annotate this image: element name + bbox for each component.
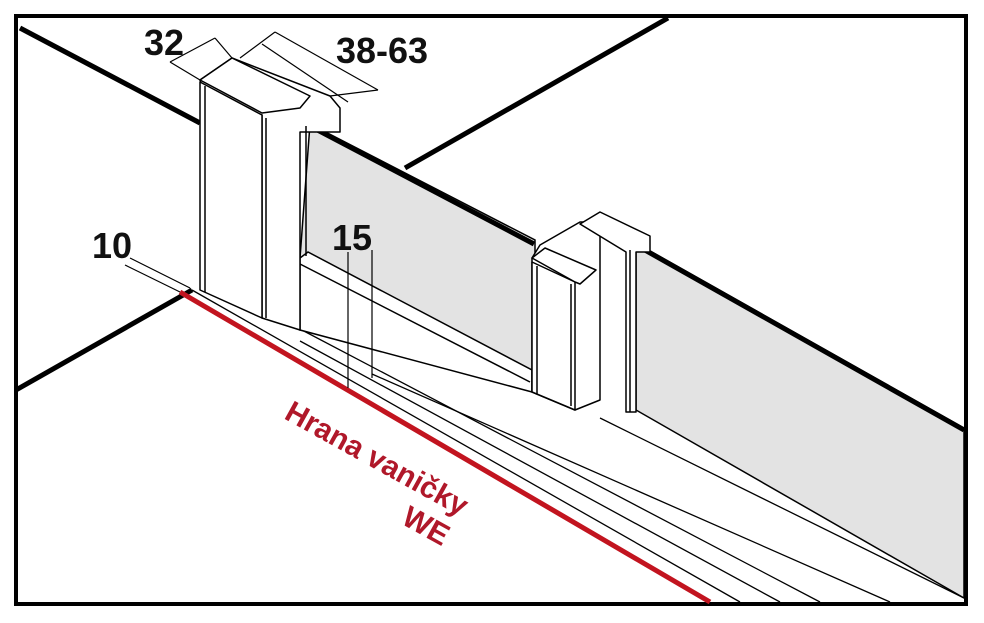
dimension-38-63: 38-63 — [336, 30, 428, 71]
left-glass-top-edge — [306, 122, 536, 247]
right-glass-top-edge — [634, 242, 966, 433]
wall-profile-left — [199, 57, 341, 331]
dimension-lines — [124, 31, 379, 388]
dimension-32: 32 — [144, 22, 184, 63]
dimension-15: 15 — [332, 217, 372, 258]
tray-edge-line — [178, 289, 712, 605]
floor-lines — [191, 289, 965, 603]
connector-profile-right — [579, 211, 651, 413]
dimension-10: 10 — [92, 225, 132, 266]
room-edges — [14, 15, 670, 393]
connector-profile-middle — [531, 221, 601, 411]
